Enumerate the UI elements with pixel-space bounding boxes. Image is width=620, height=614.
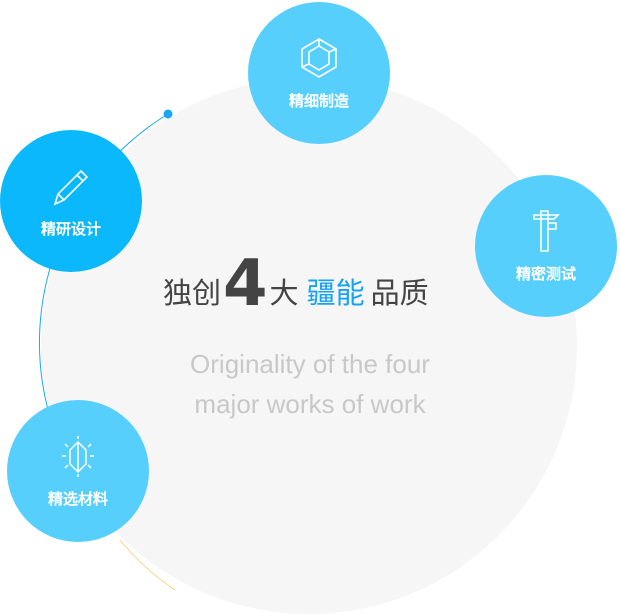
- node-materials[interactable]: 精选材料: [7, 400, 149, 542]
- headline-text: 大: [269, 276, 299, 310]
- node-label: 精选材料: [47, 489, 108, 508]
- caliper-icon: [533, 209, 560, 252]
- orbit-dot: [163, 109, 173, 119]
- headline-text: 独创: [163, 276, 222, 310]
- pencil-icon: [53, 169, 89, 205]
- crystal-icon: [62, 435, 94, 477]
- subtitle-line: Originality of the four: [190, 349, 430, 379]
- node-testing[interactable]: 精密测试: [475, 175, 617, 317]
- headline-text: 品质: [370, 276, 429, 310]
- node-manufacturing[interactable]: 精细制造: [248, 2, 390, 144]
- headline: 独创 4 大 疆能 品质: [163, 252, 429, 316]
- headline-number: 4: [223, 247, 268, 321]
- hexagon-icon: [301, 37, 337, 78]
- node-label: 精密测试: [515, 264, 576, 283]
- node-design[interactable]: 精研设计: [0, 130, 142, 272]
- node-label: 精细制造: [288, 91, 349, 110]
- subtitle-line: major works of work: [194, 389, 426, 419]
- headline-highlight: 疆能: [306, 276, 365, 310]
- subtitle: Originality of the four major works of w…: [140, 344, 480, 424]
- node-label: 精研设计: [40, 219, 101, 238]
